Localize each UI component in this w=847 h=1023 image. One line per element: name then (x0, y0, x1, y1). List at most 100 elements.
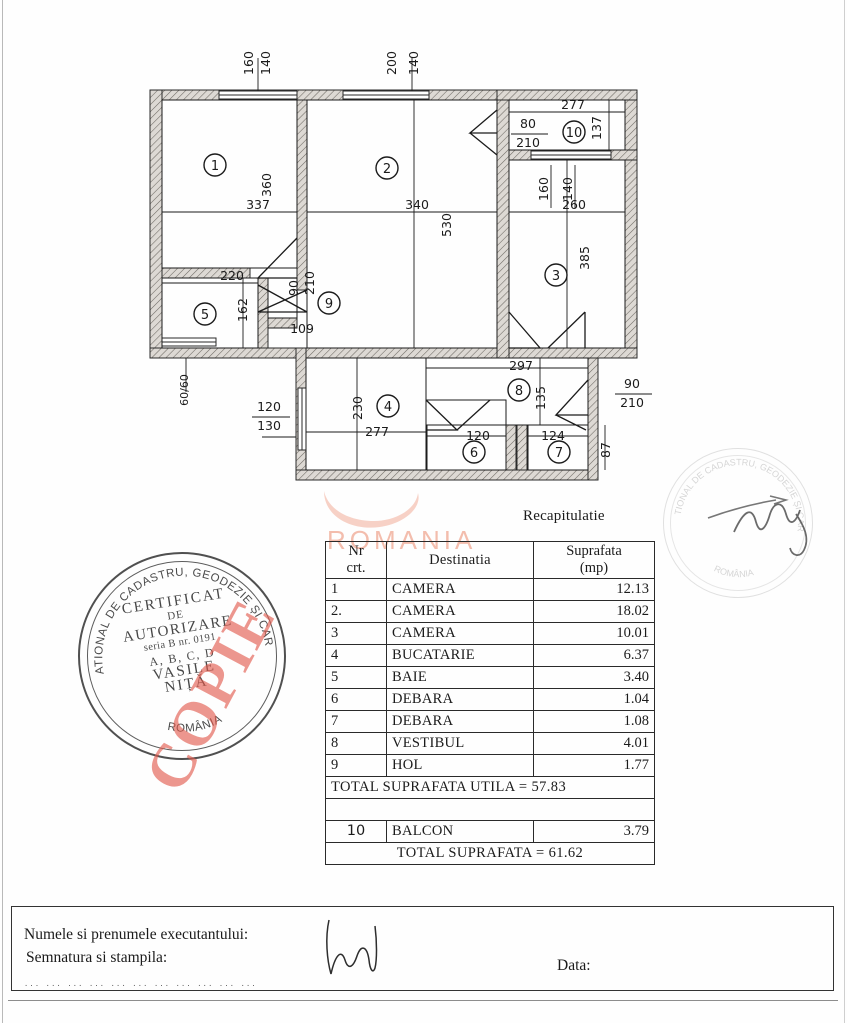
dim-room2-window-a: 200 (384, 51, 399, 75)
page-bottom-rule (8, 1000, 838, 1001)
floor-plan-svg: 1 2 3 4 5 (149, 51, 652, 481)
svg-text:5: 5 (201, 308, 209, 323)
cell-destination: DEBARA (386, 688, 534, 711)
dim-room1-height: 360 (259, 173, 274, 197)
cell-nr: 8 (325, 732, 387, 755)
dim-room3-window-b: 140 (560, 177, 575, 201)
dim-room1-width: 337 (246, 197, 270, 212)
dim-room8-height: 135 (533, 386, 548, 410)
cell-destination: CAMERA (386, 600, 534, 623)
room-marker-5: 5 (193, 302, 217, 326)
romania-swoosh-watermark (324, 491, 419, 528)
dim-room3-window-a: 160 (536, 177, 551, 201)
cell-nr: 6 (325, 688, 387, 711)
cell-area: 4.01 (533, 732, 655, 755)
cell-destination: CAMERA (386, 622, 534, 645)
svg-text:4: 4 (384, 400, 392, 415)
table-spacer-row (325, 798, 655, 821)
dim-room1-window-a: 160 (241, 51, 256, 75)
dim-door-entry-bottom: 210 (620, 395, 644, 410)
dim-balcony-height: 137 (589, 116, 604, 140)
dim-door-balcony-bottom: 210 (516, 135, 540, 150)
dim-room5-width: 220 (220, 268, 244, 283)
cell-nr-balcony: 10 (325, 820, 387, 843)
dim-room4-width: 277 (365, 424, 389, 439)
svg-text:3: 3 (552, 269, 560, 284)
cell-destination: DEBARA (386, 710, 534, 733)
svg-text:1: 1 (211, 159, 219, 174)
svg-text:2: 2 (383, 162, 391, 177)
cell-area: 6.37 (533, 644, 655, 667)
dim-bath-window: 60/60 (178, 374, 191, 406)
room-marker-9: 9 (317, 291, 341, 315)
header-nr: Nr crt. (325, 541, 387, 579)
dim-room9-width: 109 (290, 321, 314, 336)
svg-text:9: 9 (325, 297, 333, 312)
room-marker-1: 1 (203, 153, 227, 177)
room-marker-2: 2 (375, 156, 399, 180)
cell-nr: 4 (325, 644, 387, 667)
secondary-stamp: OFICIUL NATIONAL DE CADASTRU, GEODEZIE Ș… (655, 433, 821, 606)
floor-plan-drawing: 1 2 3 4 5 (0, 0, 847, 500)
footer-dotted-line: ... ... ... ... ... ... ... ... ... ... … (24, 980, 257, 988)
room-marker-8: 8 (507, 378, 531, 402)
dim-room2-width: 340 (405, 197, 429, 212)
header-area: Suprafata (mp) (533, 541, 655, 579)
cell-area: 1.77 (533, 754, 655, 777)
total-utila-row: TOTAL SUPRAFATA UTILA = 57.83 (325, 776, 655, 799)
cell-area: 3.40 (533, 666, 655, 689)
signature-footer-box: Numele si prenumele executantului: Semna… (11, 906, 834, 991)
dim-door-hol-bottom: 210 (302, 271, 317, 295)
cell-nr: 2. (325, 600, 387, 623)
room-marker-6: 6 (462, 440, 486, 464)
dim-kitchen-window-bottom: 130 (257, 418, 281, 433)
dim-room8-width: 297 (509, 358, 533, 373)
page-border-right (844, 0, 845, 1023)
table-header-row: Nr crt. Destinatia Suprafata (mp) (325, 541, 655, 579)
cell-area-balcony: 3.79 (533, 820, 655, 843)
room-marker-4: 4 (376, 394, 400, 418)
dim-room5-height: 162 (235, 298, 250, 322)
cell-destination: BUCATARIE (386, 644, 534, 667)
spacer-cell (325, 798, 655, 821)
total-general: TOTAL SUPRAFATA = 61.62 (325, 842, 655, 865)
executant-name-label: Numele si prenumele executantului: (24, 926, 249, 943)
cell-area: 12.13 (533, 578, 655, 601)
dim-door-hol-top: 90 (286, 280, 301, 296)
dim-door-entry-top: 90 (624, 376, 640, 391)
dim-room3-height: 385 (577, 246, 592, 270)
cell-nr: 5 (325, 666, 387, 689)
room-marker-7: 7 (547, 440, 571, 464)
cell-destination: VESTIBUL (386, 732, 534, 755)
dim-room7-height: 87 (598, 442, 613, 458)
svg-text:10: 10 (566, 126, 583, 141)
cell-area: 18.02 (533, 600, 655, 623)
dim-balcony-width: 277 (561, 97, 585, 112)
svg-text:8: 8 (515, 384, 523, 399)
cell-nr: 3 (325, 622, 387, 645)
dim-room2-height: 530 (439, 213, 454, 237)
date-label: Data: (557, 957, 591, 974)
dim-room7-width: 124 (541, 428, 565, 443)
cell-destination: HOL (386, 754, 534, 777)
cell-area: 10.01 (533, 622, 655, 645)
dim-room4-height: 230 (350, 396, 365, 420)
recapitulatie-title: Recapitulatie (523, 508, 605, 524)
room-marker-10: 10 (562, 120, 586, 144)
secondary-stamp-text: OFICIUL NATIONAL DE CADASTRU, GEODEZIE Ș… (661, 433, 815, 581)
cell-destination-balcony: BALCON (386, 820, 534, 843)
cell-destination: CAMERA (386, 578, 534, 601)
dim-room1-window-b: 140 (258, 51, 273, 75)
cell-nr: 9 (325, 754, 387, 777)
balcony-row: 10 BALCON 3.79 (325, 820, 655, 843)
svg-text:6: 6 (470, 446, 478, 461)
